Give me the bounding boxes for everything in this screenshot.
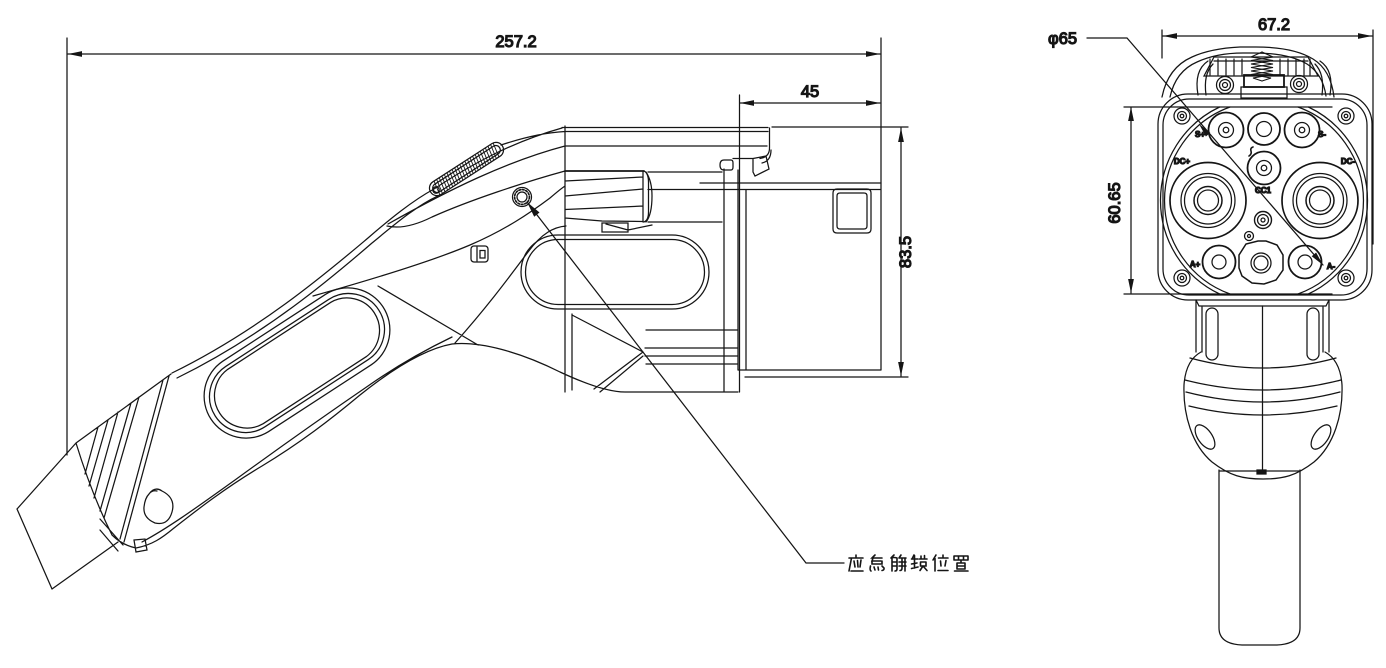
svg-text:257.2: 257.2 bbox=[495, 33, 536, 51]
svg-text:DC+: DC+ bbox=[1174, 157, 1191, 166]
svg-text:A+: A+ bbox=[1190, 260, 1201, 269]
svg-text:φ65: φ65 bbox=[1048, 30, 1077, 48]
svg-text:S-: S- bbox=[1318, 130, 1326, 139]
svg-text:A-: A- bbox=[1327, 262, 1336, 271]
svg-text:S+: S+ bbox=[1195, 130, 1205, 139]
svg-text:67.2: 67.2 bbox=[1258, 16, 1290, 34]
svg-text:CC1: CC1 bbox=[1255, 186, 1272, 195]
svg-text:83.5: 83.5 bbox=[897, 236, 915, 268]
svg-text:60.65: 60.65 bbox=[1106, 182, 1124, 223]
svg-text:45: 45 bbox=[801, 83, 819, 101]
svg-text:DC-: DC- bbox=[1341, 157, 1356, 166]
